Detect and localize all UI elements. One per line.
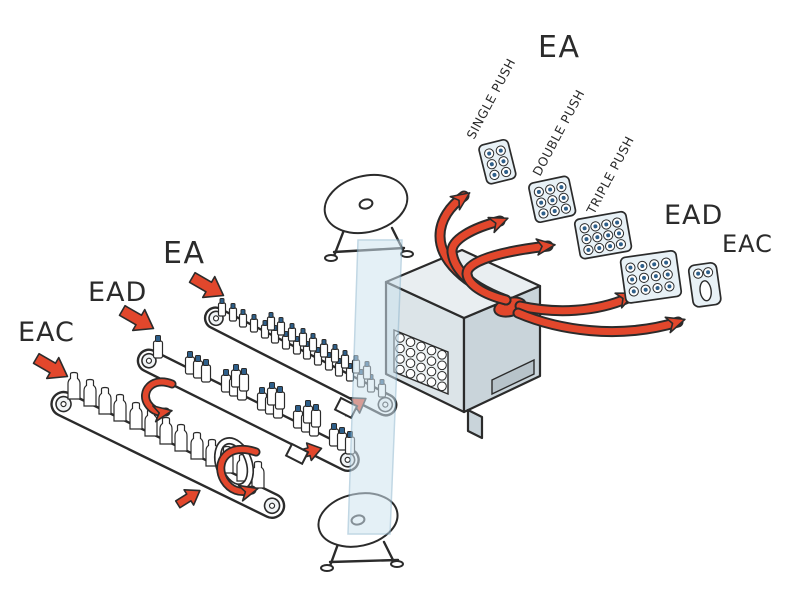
bottle bbox=[217, 297, 227, 317]
bottle-top bbox=[426, 356, 437, 366]
label-output-group: EA bbox=[538, 30, 580, 65]
bottle-top bbox=[437, 350, 447, 360]
pack-single-push bbox=[478, 138, 517, 185]
bottle bbox=[249, 313, 259, 333]
bottle-top bbox=[426, 345, 437, 356]
bottle-top bbox=[426, 377, 437, 387]
bottle bbox=[152, 334, 164, 359]
label-double-push: DOUBLE PUSH bbox=[529, 87, 587, 178]
bottle-top bbox=[437, 381, 447, 392]
label-triple-push: TRIPLE PUSH bbox=[583, 134, 637, 218]
bottle-top bbox=[437, 360, 447, 371]
label-input-ea: EA bbox=[163, 236, 205, 271]
bottle bbox=[308, 332, 318, 352]
pusher-block bbox=[284, 442, 310, 466]
pack-eac bbox=[687, 262, 722, 308]
bottle-top bbox=[426, 366, 437, 377]
label-single-push: SINGLE PUSH bbox=[463, 56, 518, 142]
bottle bbox=[159, 416, 173, 445]
bottle-top bbox=[437, 371, 447, 381]
input-arrow-eac-icon bbox=[29, 347, 75, 388]
output-arrow-eac bbox=[512, 307, 689, 338]
handle-hole bbox=[699, 280, 712, 302]
bottle bbox=[319, 338, 329, 358]
bottle bbox=[228, 302, 238, 322]
bottle-top bbox=[405, 337, 416, 347]
label-input-ead: EAD bbox=[88, 277, 147, 308]
bottle bbox=[174, 423, 188, 452]
rotate-arrow-lower bbox=[216, 444, 261, 502]
label-output-ead: EAD bbox=[664, 200, 723, 231]
bottle-top bbox=[405, 368, 416, 379]
bottle-top bbox=[416, 352, 426, 362]
bottle bbox=[190, 431, 204, 460]
bottle bbox=[276, 316, 286, 336]
bottle bbox=[330, 343, 340, 363]
bottle bbox=[238, 308, 248, 328]
bottle-top bbox=[416, 341, 426, 352]
pack-ead bbox=[619, 250, 683, 304]
bottle bbox=[266, 311, 276, 331]
bottle-top bbox=[405, 347, 416, 358]
bottle-top bbox=[416, 362, 426, 373]
bottle bbox=[113, 393, 127, 422]
bottle bbox=[129, 401, 143, 430]
rotate-arrow-upper bbox=[141, 377, 177, 423]
top-film-roll bbox=[323, 173, 414, 262]
bottle bbox=[83, 378, 97, 407]
bottle-top bbox=[405, 358, 416, 368]
output-arrow-triple bbox=[461, 236, 557, 306]
pack-triple-push bbox=[573, 210, 633, 260]
bottle bbox=[340, 349, 350, 369]
bottle bbox=[298, 327, 308, 347]
bottle-top bbox=[416, 373, 426, 383]
transfer-arrow-icon bbox=[172, 482, 206, 513]
output-arrow-ead bbox=[514, 285, 639, 317]
bottle bbox=[287, 322, 297, 342]
label-input-eac: EAC bbox=[18, 317, 75, 348]
bottle bbox=[98, 386, 112, 415]
bottle bbox=[67, 371, 81, 400]
film-web bbox=[347, 239, 403, 535]
pack-double-push bbox=[528, 175, 577, 224]
label-output-eac: EAC bbox=[722, 230, 773, 258]
